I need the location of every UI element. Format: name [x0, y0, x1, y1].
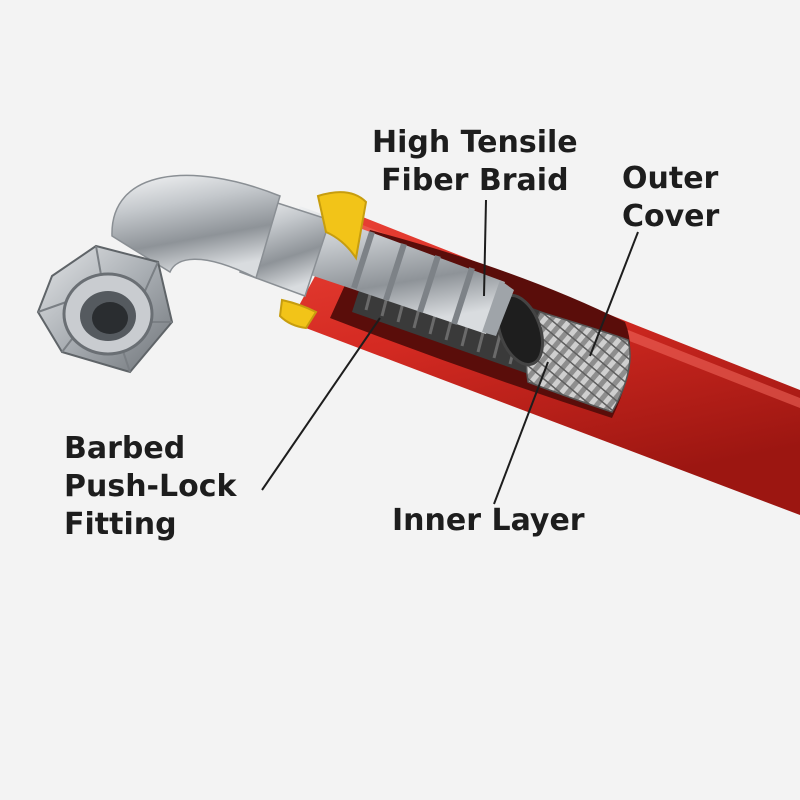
barb-tip	[482, 280, 514, 336]
label-fiber-braid: High Tensile Fiber Braid	[372, 124, 578, 200]
label-outer-cover-line-1: Outer	[622, 161, 719, 196]
leader-line-braid	[483, 199, 487, 297]
label-push-lock-fitting: Barbed Push-Lock Fitting	[64, 430, 236, 544]
label-fiber-braid-line-2: Fiber Braid	[381, 163, 569, 198]
barb-ring-2	[383, 243, 407, 301]
barb-ring-1	[351, 231, 375, 289]
leader-line-inner	[493, 361, 549, 505]
hex-nut-facets	[37, 245, 172, 373]
label-fiber-braid-line-1: High Tensile	[372, 125, 578, 160]
label-outer-cover: Outer Cover	[622, 160, 719, 236]
barb-ring-3	[417, 255, 441, 313]
yellow-clamp	[316, 191, 368, 261]
label-fitting-line-2: Push-Lock	[64, 469, 237, 504]
elbow-bend	[111, 174, 281, 280]
leader-line-cover	[589, 231, 639, 357]
label-fitting-line-1: Barbed	[64, 431, 186, 466]
label-fitting-line-3: Fitting	[64, 507, 177, 542]
label-inner-layer-line-1: Inner Layer	[392, 503, 585, 538]
label-inner-layer: Inner Layer	[392, 502, 585, 540]
barbed-stem	[272, 206, 505, 334]
label-outer-cover-line-2: Cover	[622, 199, 720, 234]
yellow-clamp-lower	[278, 298, 318, 330]
nut-bore-hole	[92, 302, 128, 334]
leader-line-fitting	[261, 317, 381, 491]
barb-ring-4	[451, 267, 475, 325]
